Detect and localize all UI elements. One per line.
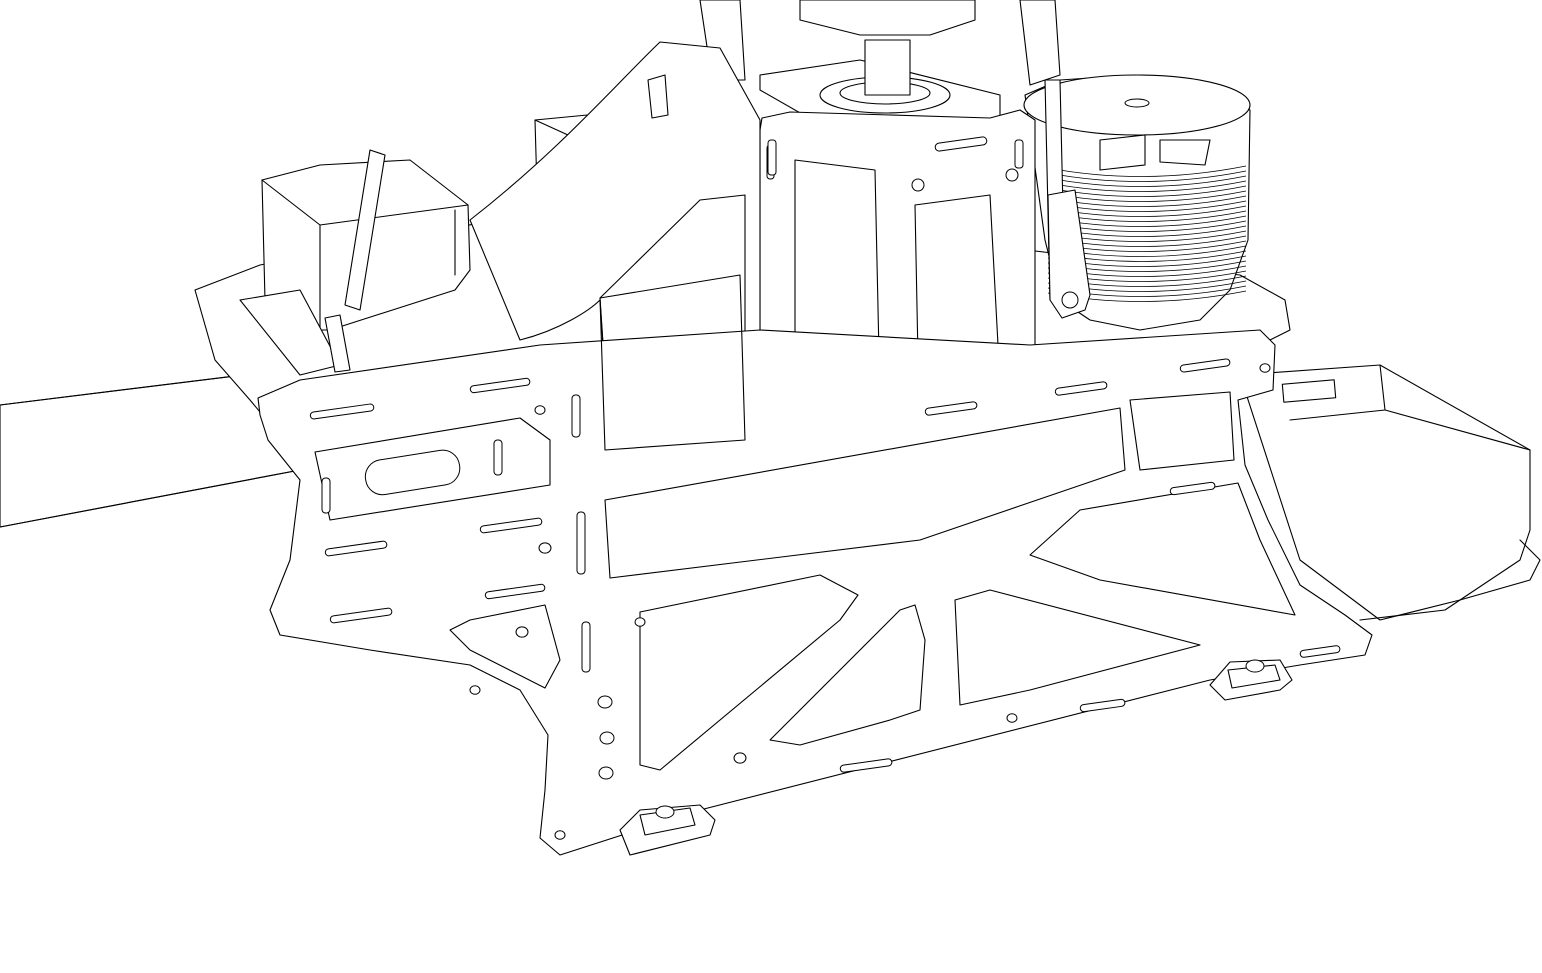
frame-hole (598, 766, 614, 780)
battery-tray (1239, 364, 1541, 621)
frame-slot (324, 540, 388, 557)
frame-slot (309, 403, 375, 420)
frame-slot (581, 621, 591, 673)
frame-hole (1259, 363, 1271, 373)
frame-hole (733, 752, 747, 764)
servo-linkage (1044, 79, 1091, 319)
frame-slot (1079, 698, 1126, 713)
main-frame-plate (257, 274, 1373, 856)
motor-fin (1047, 180, 1247, 192)
frame-slot (571, 394, 581, 438)
frame-hole (597, 695, 613, 709)
frame-hole (1006, 713, 1018, 723)
motor-fin (1047, 170, 1247, 182)
frame-hole (554, 830, 566, 840)
frame-slot (329, 607, 393, 624)
landing-gear-rear-foot (1209, 659, 1293, 701)
frame-slot (479, 517, 543, 534)
frame-slot (321, 477, 331, 514)
frame-hole (515, 626, 529, 638)
frame-slot (1299, 645, 1341, 658)
frame-hole (469, 685, 481, 695)
frame-hole (534, 405, 546, 415)
landing-gear-front-foot (619, 804, 716, 856)
frame-slot (839, 758, 893, 773)
frame-slot (924, 401, 978, 416)
servo-left (239, 149, 471, 376)
motor-fin (1047, 165, 1247, 177)
frame-slot (576, 511, 586, 575)
frame-slot (1169, 481, 1216, 496)
frame-slot (1179, 358, 1231, 373)
frame-slot (484, 583, 546, 600)
frame-slot (469, 377, 531, 394)
frame-slot (1054, 381, 1108, 396)
frame-hole (599, 731, 615, 745)
frame-hole (634, 617, 646, 627)
frame-hole (538, 542, 552, 554)
motor-fin (1047, 175, 1247, 187)
frame-slot (493, 439, 503, 476)
